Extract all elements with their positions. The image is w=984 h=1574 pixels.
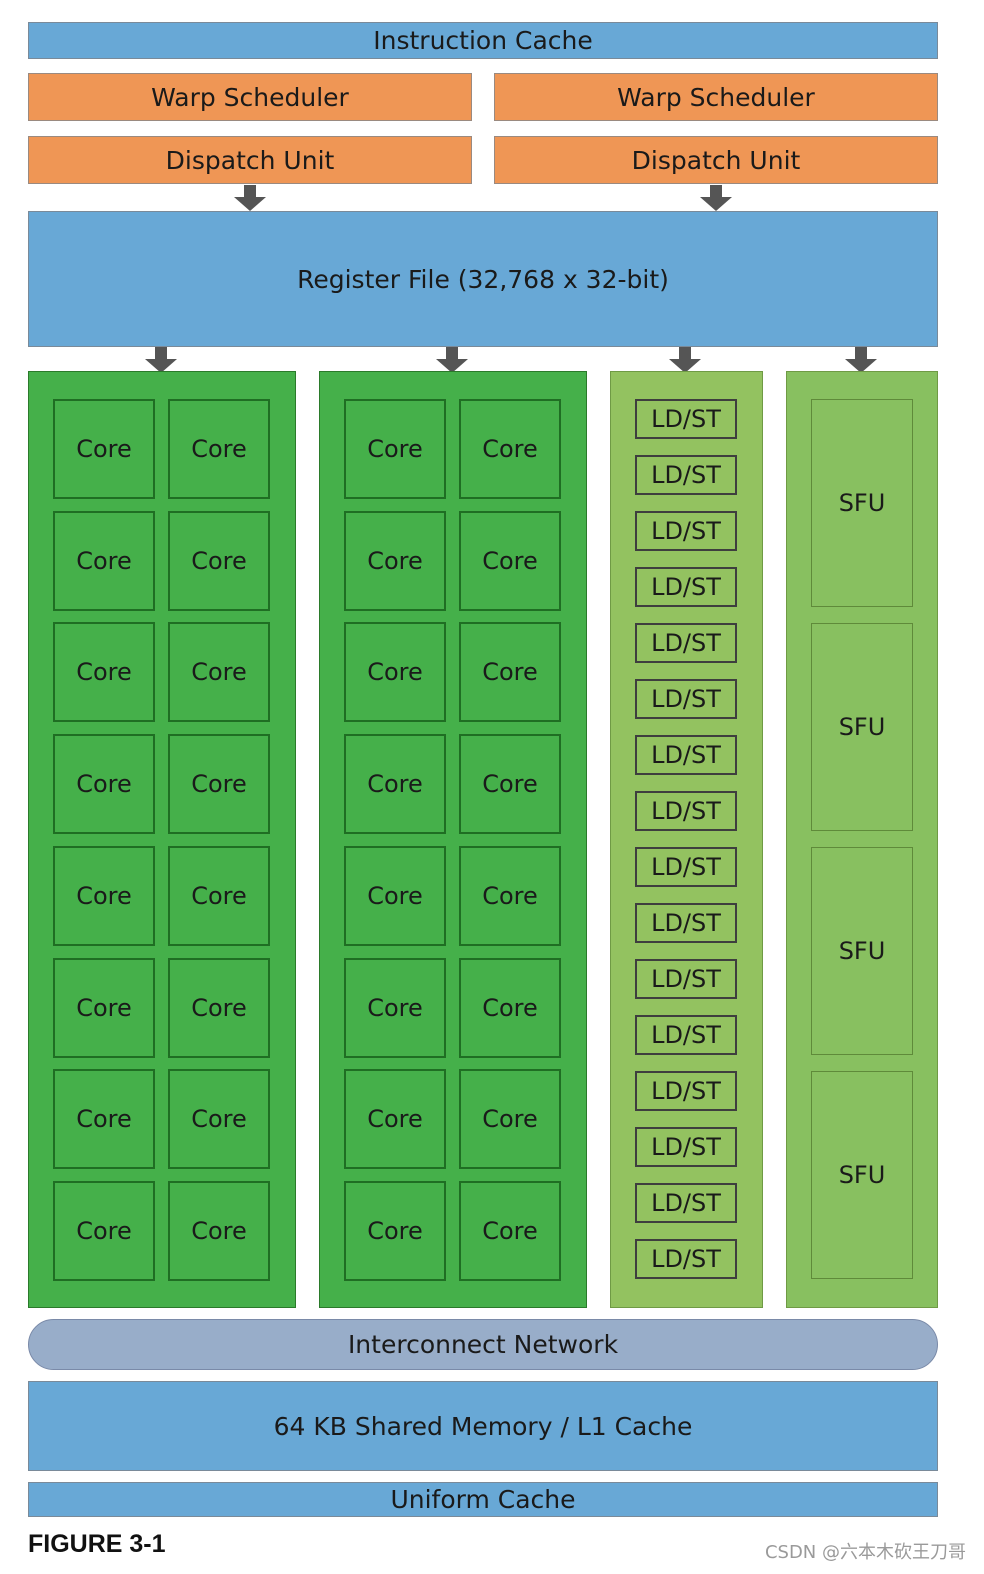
core-unit: Core	[344, 1180, 446, 1281]
core-unit: Core	[344, 510, 446, 611]
shared-memory-label: 64 KB Shared Memory / L1 Cache	[273, 1411, 693, 1441]
ldst-column: LD/ST LD/ST LD/ST LD/ST LD/ST LD/ST LD/ST LD/ST…	[610, 371, 763, 1308]
warp-scheduler-right: Warp Scheduler	[494, 73, 938, 121]
instruction-cache: Instruction Cache	[28, 22, 938, 59]
core-unit: Core	[168, 399, 270, 499]
core-unit: Core	[53, 957, 155, 1058]
ldst-unit: LD/ST	[635, 567, 737, 607]
core-unit: Core	[53, 622, 155, 723]
uniform-cache-label: Uniform Cache	[390, 1485, 576, 1514]
ldst-unit: LD/ST	[635, 623, 737, 663]
instruction-cache-label: Instruction Cache	[373, 26, 593, 55]
uniform-cache: Uniform Cache	[28, 1482, 938, 1517]
sfu-column: SFU SFU SFU SFU	[786, 371, 938, 1308]
dispatch-unit-left: Dispatch Unit	[28, 136, 472, 184]
register-file: Register File (32,768 x 32-bit)	[28, 211, 938, 347]
sfu-unit: SFU	[811, 623, 913, 831]
core-unit: Core	[459, 957, 561, 1058]
core-unit: Core	[168, 957, 270, 1058]
core-unit: Core	[344, 734, 446, 835]
core-arrow-2-icon	[436, 347, 468, 373]
warp-scheduler-right-label: Warp Scheduler	[617, 82, 815, 112]
core-unit: Core	[168, 734, 270, 835]
ldst-unit: LD/ST	[635, 791, 737, 831]
core-unit: Core	[344, 1069, 446, 1170]
ldst-unit: LD/ST	[635, 735, 737, 775]
ldst-unit: LD/ST	[635, 903, 737, 943]
core-unit: Core	[53, 399, 155, 499]
ldst-unit: LD/ST	[635, 399, 737, 439]
shared-memory-l1-cache: 64 KB Shared Memory / L1 Cache	[28, 1381, 938, 1471]
sfu-arrow-icon	[845, 347, 877, 373]
ldst-unit: LD/ST	[635, 511, 737, 551]
core-unit: Core	[344, 957, 446, 1058]
ldst-unit: LD/ST	[635, 455, 737, 495]
core-unit: Core	[459, 399, 561, 499]
core-unit: Core	[53, 845, 155, 946]
core-unit: Core	[459, 734, 561, 835]
sfu-unit: SFU	[811, 1071, 913, 1279]
core-unit: Core	[168, 622, 270, 723]
interconnect-network: Interconnect Network	[28, 1319, 938, 1370]
sfu-unit: SFU	[811, 847, 913, 1055]
core-unit: Core	[53, 1180, 155, 1281]
register-file-label: Register File (32,768 x 32-bit)	[297, 264, 669, 294]
core-unit: Core	[459, 1180, 561, 1281]
core-unit: Core	[459, 1069, 561, 1170]
dispatch-unit-right: Dispatch Unit	[494, 136, 938, 184]
core-unit: Core	[459, 622, 561, 723]
dispatch-unit-left-label: Dispatch Unit	[165, 145, 335, 175]
core-unit: Core	[344, 845, 446, 946]
ldst-unit: LD/ST	[635, 959, 737, 999]
core-unit: Core	[459, 510, 561, 611]
ldst-unit: LD/ST	[635, 847, 737, 887]
core-unit: Core	[168, 1069, 270, 1170]
core-arrow-1-icon	[145, 347, 177, 373]
ldst-unit: LD/ST	[635, 1127, 737, 1167]
dispatch-unit-right-label: Dispatch Unit	[631, 145, 801, 175]
interconnect-network-label: Interconnect Network	[347, 1330, 619, 1359]
dispatch-arrow-left-icon	[234, 185, 266, 211]
core-unit: Core	[344, 622, 446, 723]
ldst-arrow-icon	[669, 347, 701, 373]
core-unit: Core	[53, 510, 155, 611]
ldst-unit: LD/ST	[635, 1183, 737, 1223]
core-unit: Core	[53, 1069, 155, 1170]
warp-scheduler-left-label: Warp Scheduler	[151, 82, 349, 112]
ldst-unit: LD/ST	[635, 1071, 737, 1111]
core-unit: Core	[344, 399, 446, 499]
core-unit: Core	[459, 845, 561, 946]
watermark: CSDN @六本木砍王刀哥	[764, 1542, 966, 1563]
ldst-unit: LD/ST	[635, 679, 737, 719]
dispatch-arrow-right-icon	[700, 185, 732, 211]
ldst-unit: LD/ST	[635, 1015, 737, 1055]
figure-caption: FIGURE 3-1	[28, 1530, 166, 1558]
core-unit: Core	[168, 1180, 270, 1281]
ldst-unit: LD/ST	[635, 1239, 737, 1279]
core-unit: Core	[168, 510, 270, 611]
sfu-unit: SFU	[811, 399, 913, 607]
core-unit: Core	[168, 845, 270, 946]
core-unit: Core	[53, 734, 155, 835]
warp-scheduler-left: Warp Scheduler	[28, 73, 472, 121]
